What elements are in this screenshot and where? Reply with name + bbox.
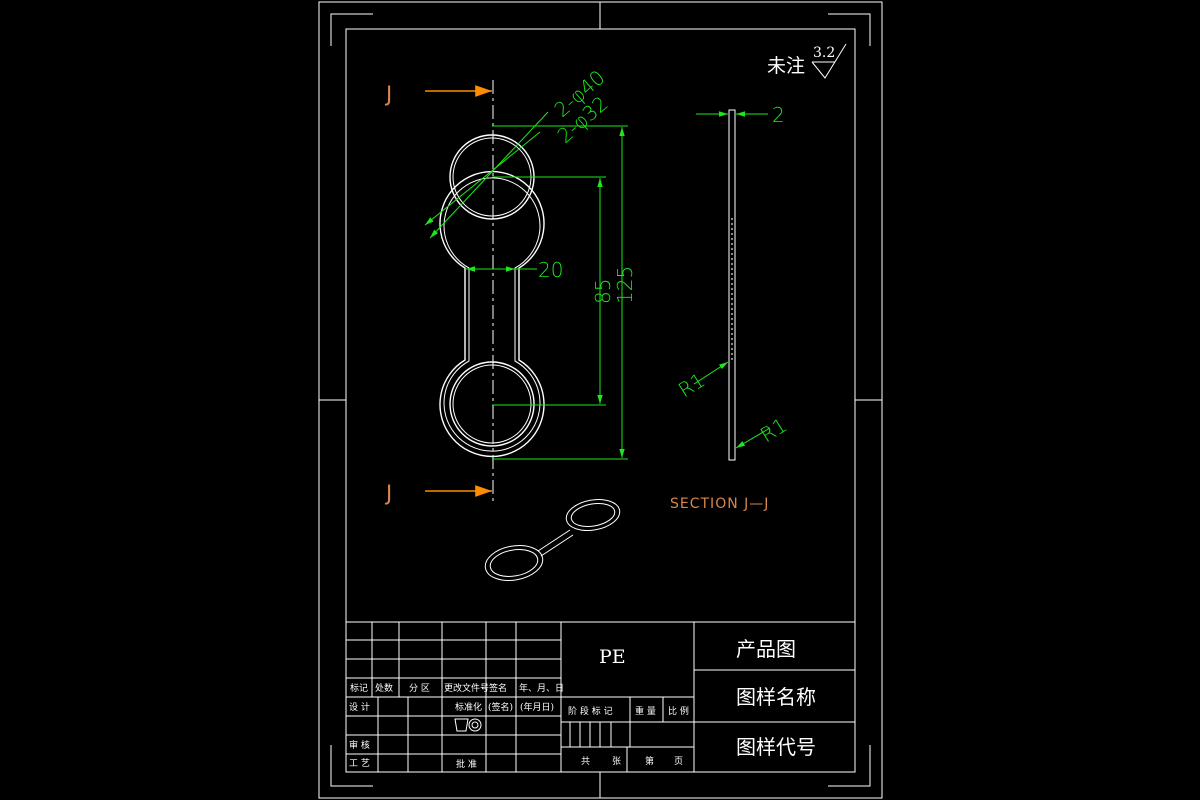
section-letter-bottom: J xyxy=(384,481,392,505)
dia40-leader xyxy=(429,111,549,239)
date-label: (年月日) xyxy=(520,701,554,713)
weight-header: 重 量 xyxy=(635,705,656,717)
part-outline xyxy=(439,170,545,458)
std-label: 标准化 xyxy=(455,701,482,713)
centering-marks xyxy=(319,2,882,798)
roughness-value: 3.2 xyxy=(813,45,835,61)
page-label: 页 xyxy=(674,756,683,767)
roughness-note: 未注 3.2 xyxy=(767,43,847,79)
front-view xyxy=(439,80,545,505)
rev-header-mark: 标记 xyxy=(350,682,368,694)
dim-center-dist: 85 xyxy=(591,279,615,304)
dim-overall-len: 125 xyxy=(613,266,637,304)
drawing-code: 图样代号 xyxy=(736,735,816,759)
sign-row-process: 工 艺 xyxy=(349,758,370,769)
section-letter-top: J xyxy=(384,82,392,106)
sign-label: (签名) xyxy=(488,701,513,713)
dia32-leader xyxy=(424,131,541,226)
roughness-note-text: 未注 xyxy=(767,55,805,77)
title-block-text: PE 产品图 图样名称 图样代号 标记 处数 分 区 更改文件号 签名 年、月、… xyxy=(349,637,816,770)
sheet-no-label: 第 xyxy=(645,755,654,767)
rev-header-date: 年、月、日 xyxy=(519,682,564,694)
sheet-unit-label: 张 xyxy=(612,756,621,767)
section-view: 2 R1 R1 SECTION J—J xyxy=(670,103,791,512)
drawing-name: 图样名称 xyxy=(736,685,816,709)
isometric-view xyxy=(484,499,621,581)
approve-label: 批 准 xyxy=(456,758,477,770)
section-cut-top: J xyxy=(384,82,492,106)
dim-radius-bottom: R1 xyxy=(756,413,791,447)
sheet-total-label: 共 xyxy=(581,756,590,767)
bottom-hole xyxy=(449,361,535,447)
scale-header: 比 例 xyxy=(668,705,689,717)
product-type: 产品图 xyxy=(736,637,796,661)
sign-row-review: 审 核 xyxy=(349,739,370,751)
stage-header: 阶 段 标 记 xyxy=(568,705,613,717)
rev-header-count: 处数 xyxy=(375,682,393,694)
material-text: PE xyxy=(599,646,626,668)
dim-neck-width: 20 xyxy=(538,258,563,282)
section-title: SECTION J—J xyxy=(670,496,769,512)
part-outline-inner xyxy=(443,177,541,452)
dim-thickness: 2 xyxy=(772,103,785,127)
section-profile xyxy=(728,109,736,461)
section-cut-bottom: J xyxy=(384,481,492,505)
rev-header-doc: 更改文件号 xyxy=(444,682,489,694)
sign-row-design: 设 计 xyxy=(349,701,370,713)
rev-header-zone: 分 区 xyxy=(409,683,430,694)
rev-header-sign: 签名 xyxy=(489,682,507,694)
bottom-hole-inner xyxy=(452,364,532,444)
title-block xyxy=(345,621,856,773)
dim-radius-top: R1 xyxy=(674,368,709,402)
